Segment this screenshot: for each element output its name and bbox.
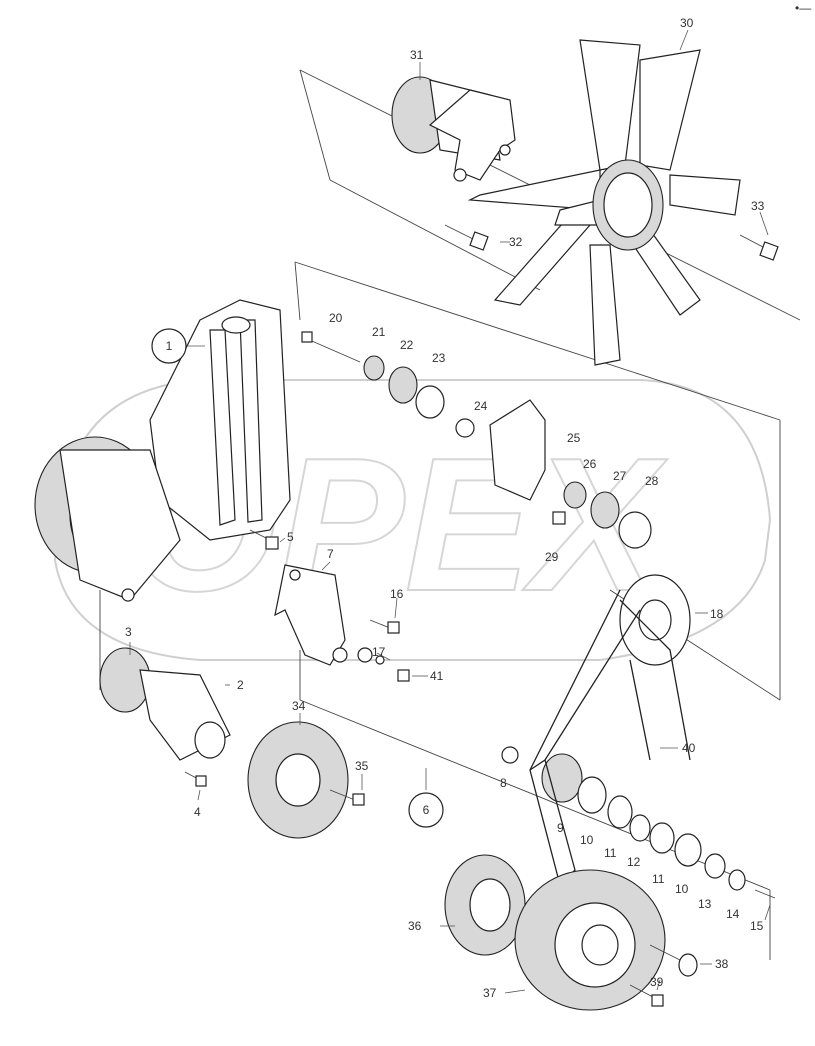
callout-24: 24 <box>474 399 488 413</box>
callout-15: 15 <box>750 919 764 933</box>
callout-33: 33 <box>751 199 765 213</box>
callout-38: 38 <box>715 957 729 971</box>
bolt-32 <box>444 224 489 251</box>
callout-26: 26 <box>583 457 597 471</box>
callout-28: 28 <box>645 474 659 488</box>
bolt-5 <box>249 529 279 550</box>
callout-12: 12 <box>627 855 641 869</box>
callout-4: 4 <box>194 805 201 819</box>
callout-circle-1 <box>151 328 187 364</box>
callout-40: 40 <box>682 741 696 755</box>
callout-37: 37 <box>483 986 497 1000</box>
bracket-7 <box>274 564 348 666</box>
bolt-38 <box>649 944 698 977</box>
callout-27: 27 <box>613 469 627 483</box>
water-pump-2-3 <box>99 647 231 787</box>
callout-circle-6 <box>408 792 444 828</box>
fan-coupling-31 <box>391 76 516 182</box>
idler-assembly <box>301 331 652 549</box>
callout-5: 5 <box>287 530 294 544</box>
callout-8: 8 <box>500 776 507 790</box>
callout-30: 30 <box>680 16 694 30</box>
callout-11b: 11 <box>652 872 665 886</box>
callout-labels: 1 2 3 4 5 6 7 8 9 10 10 11 11 12 13 14 1… <box>125 16 765 1000</box>
callout-10a: 10 <box>580 833 594 847</box>
callout-36: 36 <box>408 919 422 933</box>
bolt-33 <box>739 234 779 261</box>
pulley-36 <box>444 854 526 956</box>
pulley-18 <box>619 574 691 666</box>
callout-31: 31 <box>410 48 424 62</box>
callout-17: 17 <box>372 645 386 659</box>
callout-2: 2 <box>237 678 244 692</box>
callout-1: 1 <box>166 339 173 353</box>
bolt-16 <box>369 619 400 634</box>
callout-9: 9 <box>557 821 564 835</box>
callout-39: 39 <box>650 975 664 989</box>
callout-14: 14 <box>726 907 740 921</box>
washer-17 <box>357 647 410 682</box>
bearing-stack <box>501 746 776 899</box>
callout-11a: 11 <box>604 846 617 860</box>
callout-34: 34 <box>292 699 306 713</box>
callout-25: 25 <box>567 431 581 445</box>
callout-18: 18 <box>710 607 724 621</box>
pump-housing-1 <box>34 299 291 602</box>
callout-23: 23 <box>432 351 446 365</box>
callout-10b: 10 <box>675 882 689 896</box>
belt-40 <box>619 599 691 761</box>
callout-29: 29 <box>545 550 559 564</box>
callout-16: 16 <box>390 587 404 601</box>
callout-41: 41 <box>430 669 444 683</box>
bolt-39 <box>629 984 664 1007</box>
callout-3: 3 <box>125 625 132 639</box>
callout-21: 21 <box>372 325 386 339</box>
cooling-fan-30 <box>467 39 741 366</box>
drive-belt <box>529 589 641 887</box>
pulley-34 <box>247 721 365 839</box>
callout-6: 6 <box>423 803 430 817</box>
corner-mark: •— <box>795 1 811 15</box>
callout-20: 20 <box>329 311 343 325</box>
pulley-37 <box>514 869 666 1011</box>
callout-7: 7 <box>327 547 334 561</box>
callout-35: 35 <box>355 759 369 773</box>
callout-32: 32 <box>509 235 523 249</box>
callout-13: 13 <box>698 897 712 911</box>
leader-lines <box>129 29 771 994</box>
callout-22: 22 <box>400 338 414 352</box>
